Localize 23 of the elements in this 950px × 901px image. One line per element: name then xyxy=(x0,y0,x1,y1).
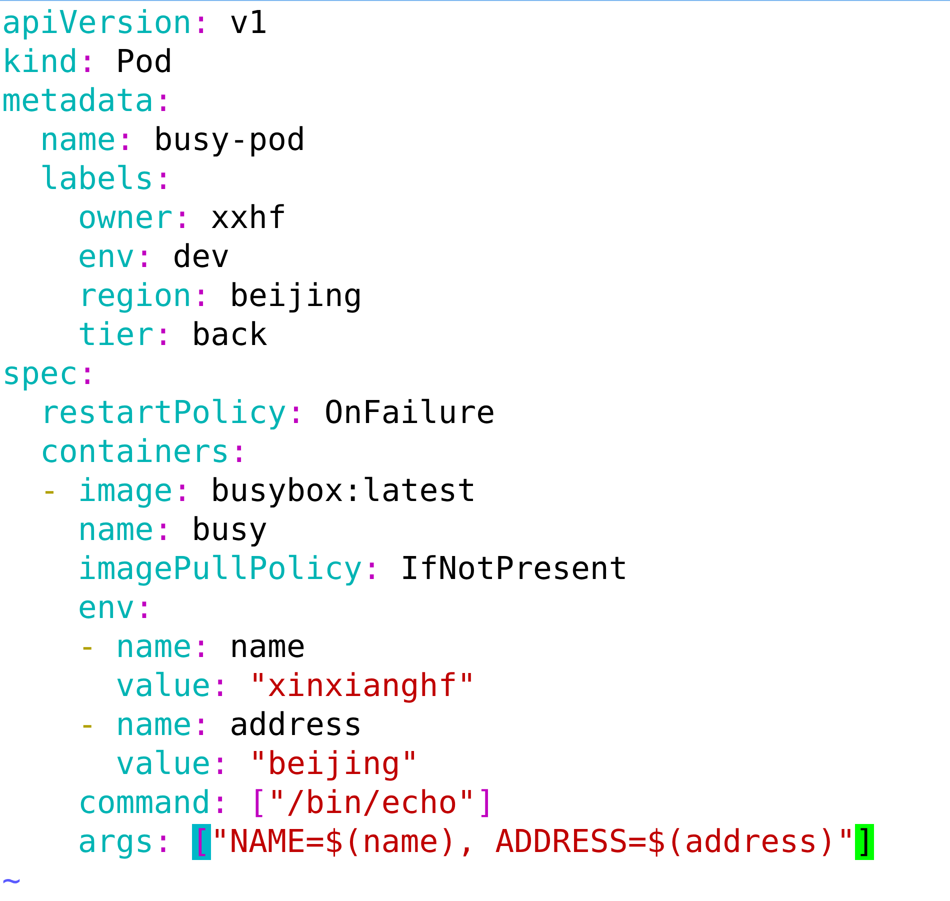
code-line: value: "xinxianghf" xyxy=(114,667,476,706)
code-line: spec: xyxy=(2,355,97,394)
code-line: apiVersion: v1 xyxy=(2,4,268,43)
code-line: value: "beijing" xyxy=(114,745,420,784)
code-line: restartPolicy: OnFailure xyxy=(38,394,496,433)
code-line: owner: xxhf xyxy=(76,199,286,238)
code-line: metadata: xyxy=(2,82,173,121)
code-line: labels: xyxy=(38,160,173,199)
code-line: kind: Pod xyxy=(2,43,173,82)
code-line: containers: xyxy=(38,433,249,472)
code-line: env: dev xyxy=(76,238,230,277)
code-line: args: ["NAME=$(name), ADDRESS=$(address)"] xyxy=(76,823,874,862)
code-line: tier: back xyxy=(76,316,268,355)
code-line: - image: busybox:latest xyxy=(38,472,476,511)
code-line: imagePullPolicy: IfNotPresent xyxy=(76,550,628,589)
code-line: name: busy xyxy=(76,511,268,550)
code-line: name: busy-pod xyxy=(38,121,306,160)
empty-line-marker: ~ xyxy=(2,862,21,901)
code-line: region: beijing xyxy=(76,277,362,316)
code-line: command: ["/bin/echo"] xyxy=(76,784,496,823)
code-line: - name: address xyxy=(76,706,362,745)
code-line: env: xyxy=(76,589,154,628)
code-line: - name: name xyxy=(76,628,306,667)
